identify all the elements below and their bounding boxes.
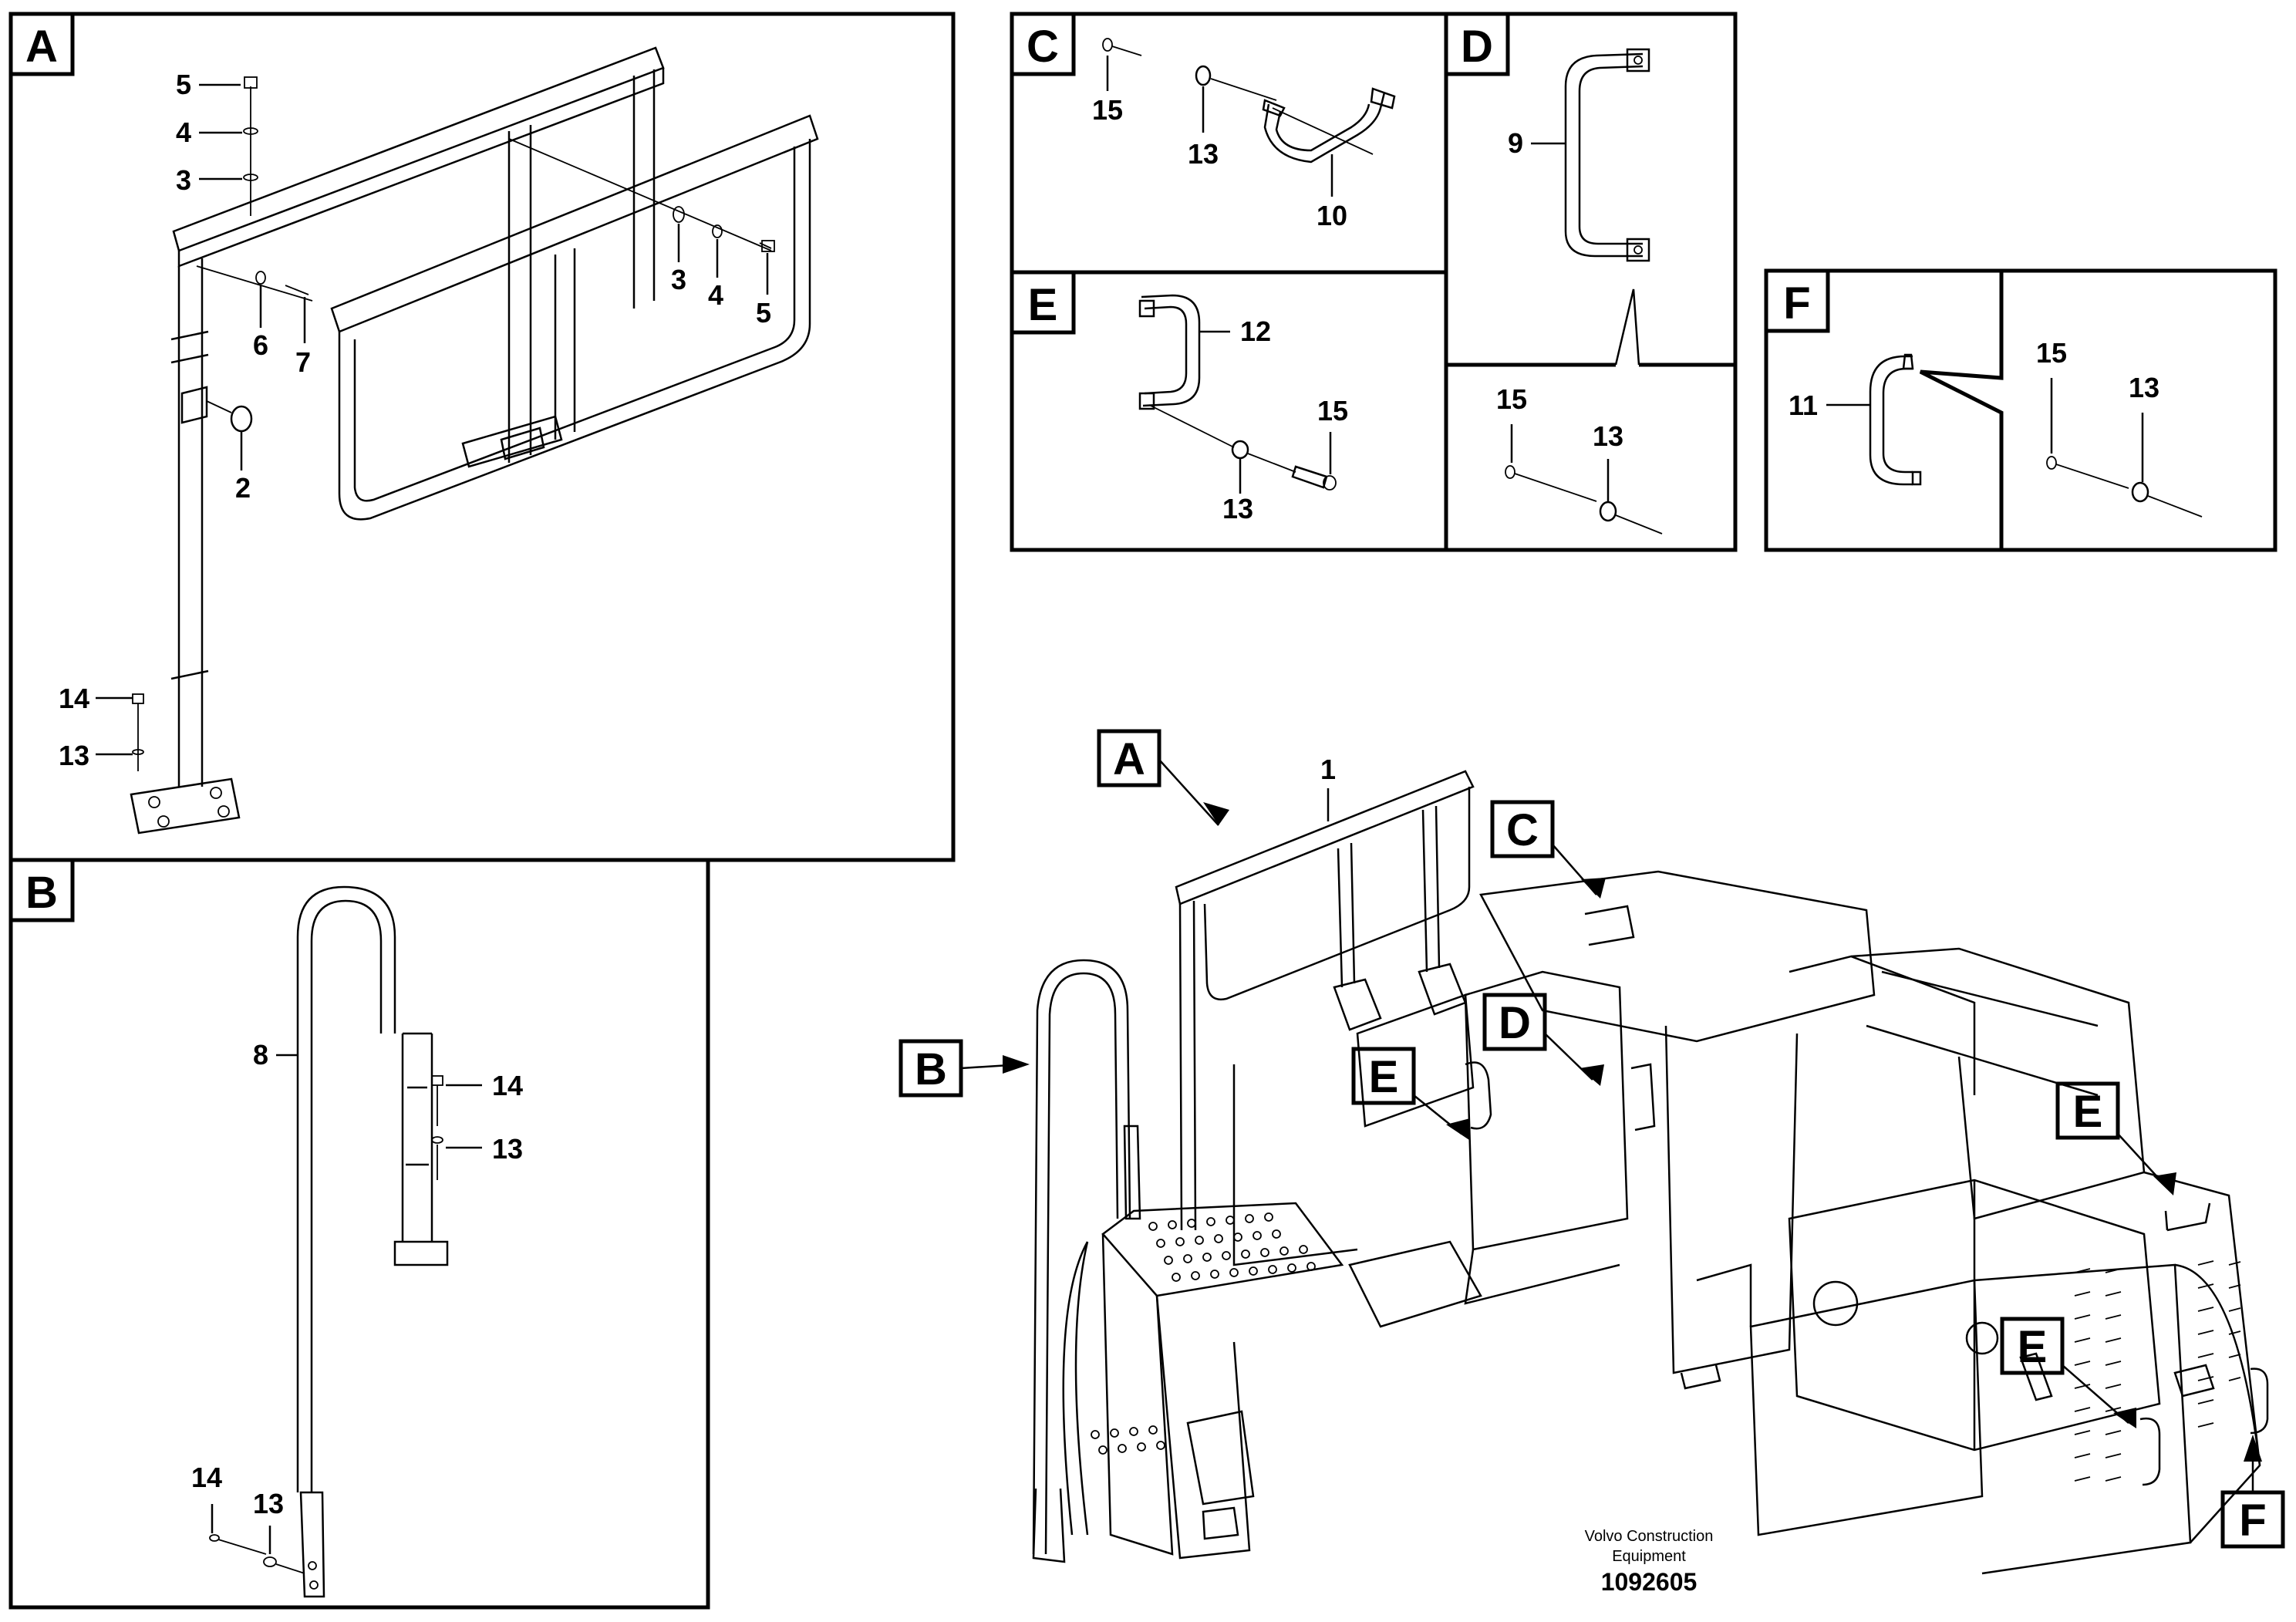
svg-text:F: F — [2239, 1496, 2266, 1546]
grab-handle-10-drawing — [1102, 38, 1396, 164]
callout-13: 13 — [2129, 372, 2159, 403]
callout-10: 10 — [1317, 200, 1347, 231]
panel-d-letter: D — [1461, 22, 1493, 72]
credit-line-2: Equipment — [1612, 1548, 1686, 1565]
panel-a-label-box — [8, 12, 75, 76]
overview-handle-d — [1630, 1063, 1656, 1131]
handrail-assembly-drawing — [130, 46, 819, 835]
callout-15: 15 — [1496, 383, 1527, 415]
callout-15: 15 — [1317, 395, 1348, 427]
grille-slots — [2074, 1260, 2241, 1482]
panel-c-label-box — [1010, 12, 1076, 76]
panel-e-letter: E — [1028, 280, 1058, 330]
callout-2: 2 — [235, 472, 251, 504]
callout-5: 5 — [176, 69, 191, 100]
svg-text:E: E — [1369, 1052, 1399, 1102]
machine-overview: 1 A B C D E — [899, 729, 2285, 1575]
callout-1: 1 — [1320, 754, 1336, 785]
panel-f-label-box — [1764, 268, 1830, 333]
panel-a: A — [8, 12, 956, 862]
callout-13: 13 — [59, 740, 89, 771]
overview-handle-f — [2250, 1367, 2269, 1435]
grab-handle-11-drawing — [1869, 353, 2203, 518]
overview-handle-e3 — [2139, 1417, 2161, 1486]
overview-label-e3: E — [2000, 1317, 2136, 1428]
callout-14: 14 — [191, 1462, 222, 1493]
grab-handle-12-drawing — [1138, 294, 1337, 491]
callout-13: 13 — [1188, 138, 1219, 170]
platform-grating — [1091, 1212, 1316, 1455]
overview-label-c: C — [1490, 800, 1606, 899]
panel-b-label-box — [8, 858, 75, 922]
callout-13: 13 — [1593, 420, 1623, 452]
callout-7: 7 — [295, 346, 311, 378]
panel-c-letter: C — [1027, 22, 1059, 72]
callout-4: 4 — [708, 279, 723, 311]
callout-4: 4 — [176, 116, 191, 148]
callout-3: 3 — [671, 264, 686, 295]
part-number: 1092605 — [1601, 1568, 1698, 1596]
panel-d: D 9 15 13 — [1444, 12, 1663, 534]
svg-text:D: D — [1499, 998, 1531, 1048]
svg-text:E: E — [2018, 1322, 2048, 1372]
panel-f-letter: F — [1783, 278, 1810, 329]
credit-block: Volvo Construction Equipment 1092605 — [1585, 1528, 1714, 1596]
panel-d-label-box — [1444, 12, 1510, 76]
panel-f-frame — [1764, 268, 2277, 552]
overview-handle-e1 — [1465, 1061, 1492, 1130]
panel-b: B 8 14 13 14 13 — [8, 858, 710, 1610]
svg-text:B: B — [915, 1044, 947, 1094]
overview-label-a: A — [1097, 729, 1229, 826]
tall-handrail-drawing — [209, 885, 449, 1598]
panel-e-label-box — [1010, 270, 1076, 335]
callout-5: 5 — [756, 297, 771, 329]
panel-f: F 11 15 13 — [1764, 268, 2277, 552]
overview-label-e1: E — [1351, 1047, 1470, 1140]
svg-text:A: A — [1113, 734, 1145, 784]
overview-handle-c — [1584, 905, 1635, 946]
panel-b-frame — [8, 858, 710, 1610]
overview-handle-e2 — [2164, 1202, 2211, 1232]
callout-14: 14 — [492, 1070, 523, 1101]
callout-13: 13 — [1222, 493, 1253, 524]
callout-14: 14 — [59, 683, 89, 714]
callout-3: 3 — [176, 164, 191, 196]
overview-label-f: F — [2220, 1435, 2285, 1549]
panel-c: C 15 13 10 — [1010, 12, 1396, 231]
callout-9: 9 — [1508, 127, 1523, 159]
credit-line-1: Volvo Construction — [1585, 1528, 1714, 1545]
svg-text:C: C — [1506, 805, 1539, 855]
overview-label-d: D — [1482, 993, 1604, 1086]
panel-e: E 12 15 13 — [1010, 270, 1348, 524]
callout-13: 13 — [492, 1133, 523, 1165]
overview-label-e2: E — [2055, 1081, 2176, 1195]
panel-b-letter: B — [25, 868, 58, 918]
callout-15: 15 — [2036, 337, 2067, 369]
svg-text:E: E — [2073, 1087, 2103, 1137]
callout-12: 12 — [1240, 315, 1271, 347]
callout-13: 13 — [253, 1488, 284, 1519]
overview-label-b: B — [899, 1039, 1030, 1098]
panel-a-letter: A — [25, 22, 58, 72]
callout-15: 15 — [1092, 94, 1123, 126]
callout-8: 8 — [253, 1039, 268, 1071]
grab-handle-9-drawing — [1505, 48, 1663, 534]
callout-11: 11 — [1789, 389, 1818, 421]
callout-6: 6 — [253, 329, 268, 361]
overview-platform — [1062, 1202, 1482, 1560]
